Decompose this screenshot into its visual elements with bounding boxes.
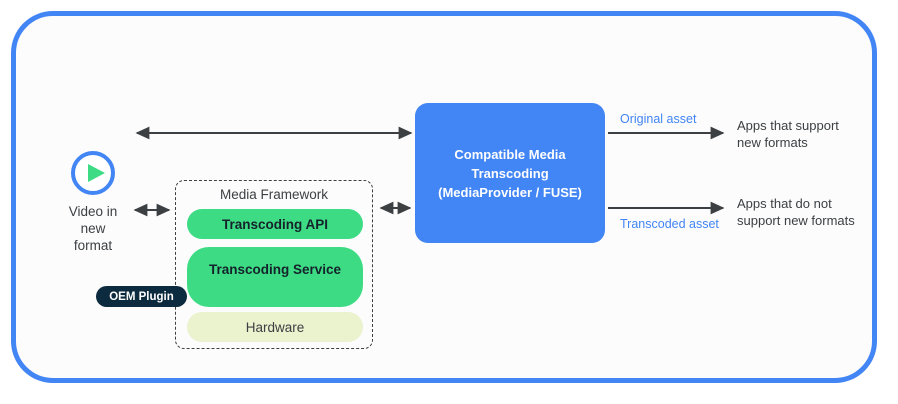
play-circle-icon [71, 151, 115, 195]
arrow-video-to-framework [133, 203, 171, 217]
apps-supporting-new-formats-label: Apps that support new formats [737, 118, 839, 150]
layer-hardware[interactable]: Hardware [187, 312, 363, 342]
oem-plugin-badge[interactable]: OEM Plugin [96, 286, 187, 307]
arrow-video-to-core [135, 126, 413, 140]
arrow-core-to-apps-nosupport [608, 201, 725, 215]
edge-label-original-asset: Original asset [620, 112, 697, 126]
layer-transcoding-api[interactable]: Transcoding API [187, 209, 363, 239]
media-framework-title: Media Framework [219, 187, 329, 202]
layer-transcoding-service[interactable]: Transcoding Service [187, 247, 363, 307]
compatible-media-transcoding-box[interactable]: Compatible Media Transcoding (MediaProvi… [415, 103, 605, 243]
media-framework-group: Media Framework Transcoding API Transcod… [175, 180, 373, 349]
edge-label-transcoded-asset: Transcoded asset [620, 217, 719, 231]
play-triangle-icon [88, 164, 105, 182]
apps-not-supporting-new-formats-label: Apps that do not support new formats [737, 196, 855, 228]
arrow-core-to-apps-support [608, 126, 725, 140]
video-source-label: Video in new format [68, 204, 118, 253]
arrow-framework-to-core [379, 201, 412, 215]
